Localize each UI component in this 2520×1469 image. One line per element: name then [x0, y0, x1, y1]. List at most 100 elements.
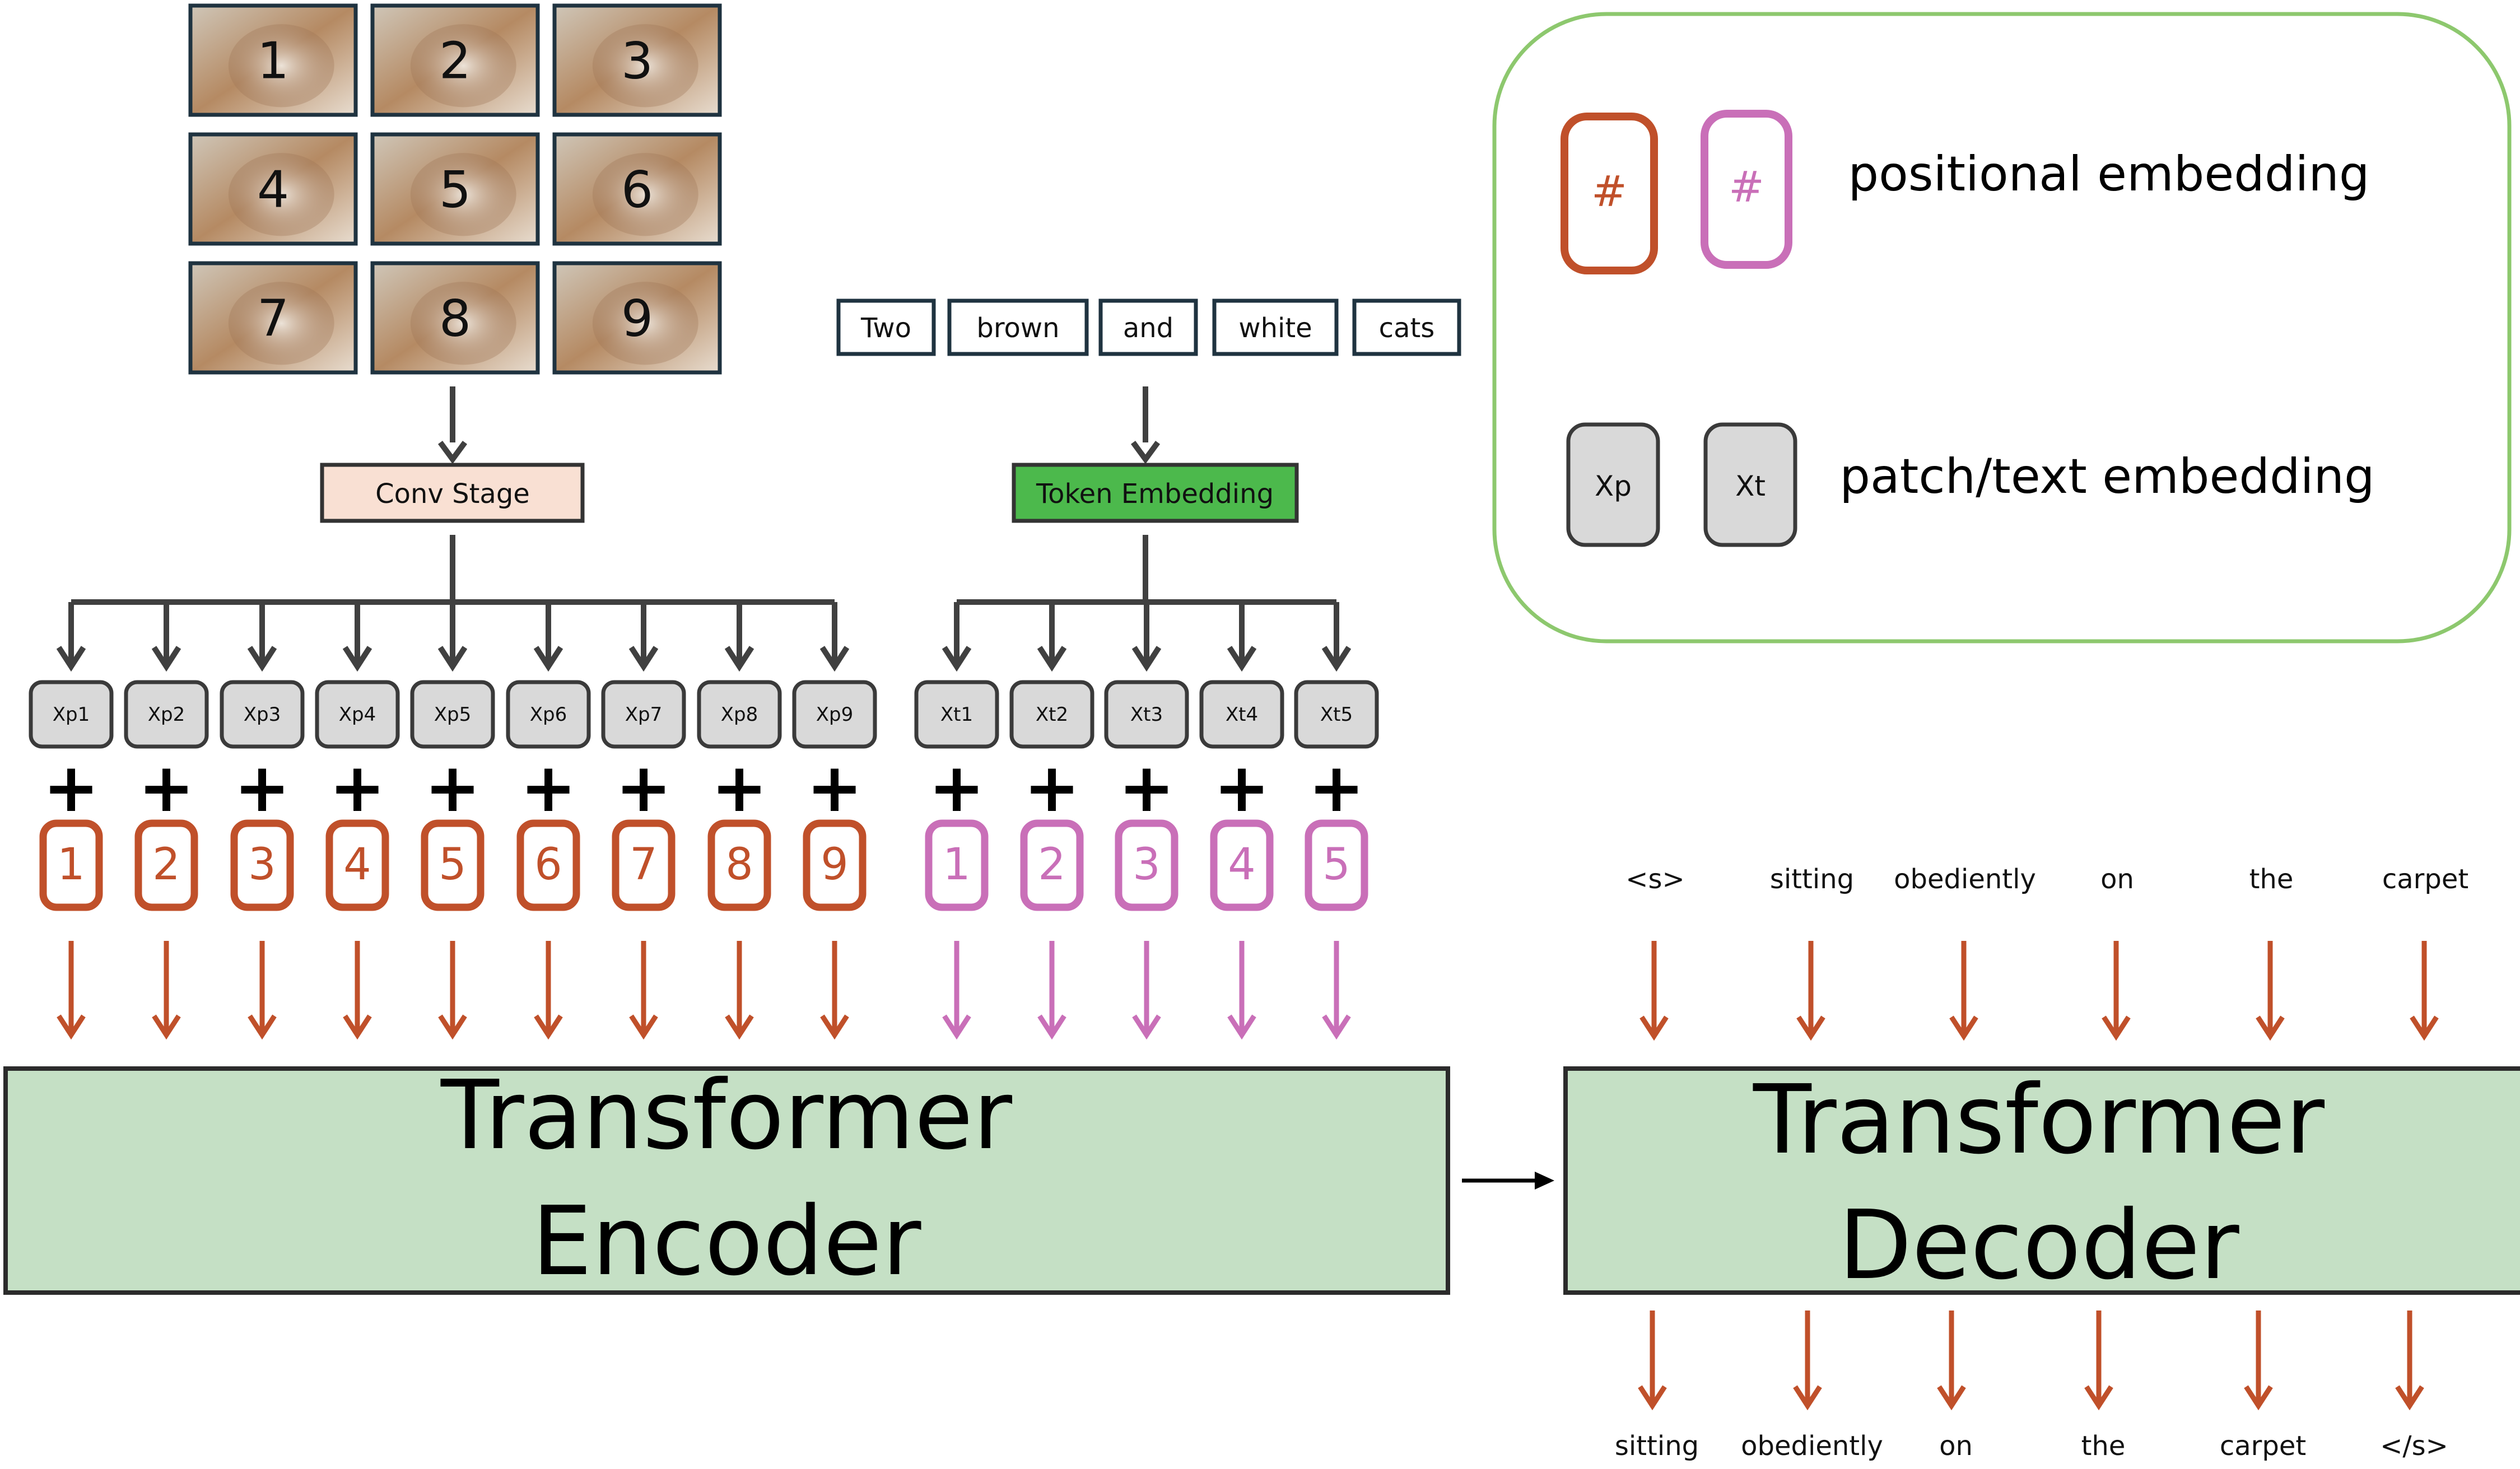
patch-embedding-label: Xp5 — [434, 703, 472, 726]
cat-fur-shape — [592, 282, 698, 365]
legend-frame — [1492, 12, 2512, 643]
embedding-row: Xp1+1Xp2+2Xp3+3Xp4+4Xp5+5Xp6+6Xp7+7Xp8+8… — [29, 680, 1379, 1040]
decoder-output-arrow — [1937, 1311, 1966, 1411]
decoder-input: obediently — [1894, 864, 2036, 1041]
legend-pos-box-pink — [1701, 110, 1792, 269]
decoder-input-arrow — [1796, 941, 1825, 1041]
patch-branch-arrow — [342, 602, 372, 672]
text-embedding-box — [1199, 680, 1284, 749]
patch-embedding-box — [506, 680, 591, 749]
legend-patch-label: Xp — [1595, 470, 1632, 502]
decoder-output-arrow — [1793, 1311, 1822, 1411]
decoder-input: carpet — [2382, 864, 2468, 1041]
caption-word: brown — [947, 299, 1089, 356]
cat-fur-shape — [410, 153, 516, 236]
legend-patch-box — [1566, 422, 1660, 547]
patch-number: 6 — [621, 161, 653, 220]
patch-number: 1 — [257, 32, 289, 91]
plus-sign: + — [1024, 749, 1080, 827]
patch-branch-arrow — [56, 602, 86, 672]
cat-fur-shape — [228, 24, 334, 108]
text-embedding-label: Xt5 — [1320, 703, 1353, 726]
decoder-input-arrow — [1949, 941, 1978, 1041]
legend-embed-label: patch/text embedding — [1839, 449, 2374, 505]
text-position-box — [1115, 819, 1179, 911]
image-patch: 3 — [552, 3, 722, 117]
patch-embedding-box — [315, 680, 400, 749]
conv-stage-label: Conv Stage — [375, 478, 530, 510]
token-embedding-box — [1012, 463, 1299, 523]
plus-sign: + — [616, 749, 672, 827]
distribution-connectors — [56, 535, 1352, 672]
caption-word-box — [1352, 299, 1461, 356]
text-embedding-label: Xt3 — [1130, 703, 1163, 726]
text-embedding-box — [1294, 680, 1379, 749]
patch-branch-arrow — [724, 602, 754, 672]
patch-column: Xp6+6 — [506, 680, 591, 1040]
patch-position-label: 2 — [152, 840, 180, 890]
patch-branch-arrow — [819, 602, 850, 672]
patch-position-box — [325, 819, 389, 911]
patch-position-box — [421, 819, 485, 911]
image-patch: 8 — [370, 261, 540, 375]
decoder-input-label: the — [2249, 864, 2294, 895]
decoder-output-arrow — [2084, 1311, 2113, 1411]
text-embedding-label: Xt2 — [1036, 703, 1068, 726]
decoder-output: </s> — [2380, 1311, 2448, 1462]
text-branch-arrow — [1321, 602, 1352, 672]
caption-word: cats — [1352, 299, 1461, 356]
patch-embedding-label: Xp2 — [148, 703, 185, 726]
image-patch: 6 — [552, 132, 722, 246]
patch-embedding-label: Xp9 — [816, 703, 854, 726]
caption-word-label: and — [1123, 313, 1173, 344]
text-embedding-label: Xt1 — [940, 703, 973, 726]
caption-word: and — [1098, 299, 1198, 356]
patch-embedding-label: Xp8 — [721, 703, 758, 726]
patch-to-encoder-arrow — [152, 941, 181, 1040]
legend: # # positional embedding Xp Xt patch/tex… — [1492, 12, 2512, 643]
decoder-input-arrow — [2256, 941, 2285, 1041]
cat-fur-shape — [228, 282, 334, 365]
patch-position-box — [612, 819, 676, 911]
patch-position-label: 6 — [534, 840, 562, 890]
decoder-input-arrow — [1639, 941, 1669, 1041]
patch-number: 3 — [621, 32, 653, 91]
encoder-line1: Transformer — [440, 1060, 1012, 1171]
text-column: Xt3+3 — [1104, 680, 1189, 1040]
decoder-output: sitting — [1615, 1311, 1699, 1462]
decoder-input-label: obediently — [1894, 864, 2036, 895]
decoder-input-arrow — [2102, 941, 2131, 1041]
patch-position-label: 5 — [439, 840, 467, 890]
text-position-label: 3 — [1133, 840, 1161, 890]
patch-column: Xp7+7 — [601, 680, 686, 1040]
decoder-line2: Decoder — [1838, 1190, 2239, 1301]
patch-embedding-label: Xp4 — [339, 703, 376, 726]
plus-sign: + — [329, 749, 386, 827]
patch-branch-arrow — [247, 602, 277, 672]
decoder-input: sitting — [1770, 864, 1854, 1041]
text-embedding-box — [1009, 680, 1094, 749]
plus-sign: + — [43, 749, 100, 827]
image-patch: 1 — [188, 3, 358, 117]
patch-to-encoder-arrow — [438, 941, 467, 1040]
decoder-input-label: sitting — [1770, 864, 1854, 895]
patch-to-encoder-arrow — [248, 941, 277, 1040]
decoder-line1: Transformer — [1753, 1065, 2325, 1176]
text-position-box — [925, 819, 989, 911]
patch-number: 4 — [257, 161, 289, 220]
image-patch: 4 — [188, 132, 358, 246]
cat-fur-shape — [592, 153, 698, 236]
text-branch-arrow — [942, 602, 972, 672]
patch-position-box — [39, 819, 103, 911]
text-to-encoder-arrow — [1322, 941, 1351, 1040]
caption-word: Two — [836, 299, 936, 356]
caption-word-label: white — [1238, 313, 1312, 344]
decoder-output-label: on — [1939, 1430, 1973, 1462]
text-to-encoder-arrow — [1132, 941, 1161, 1040]
text-embedding-box — [1104, 680, 1189, 749]
cat-fur-shape — [592, 24, 698, 108]
patch-number: 5 — [439, 161, 471, 220]
